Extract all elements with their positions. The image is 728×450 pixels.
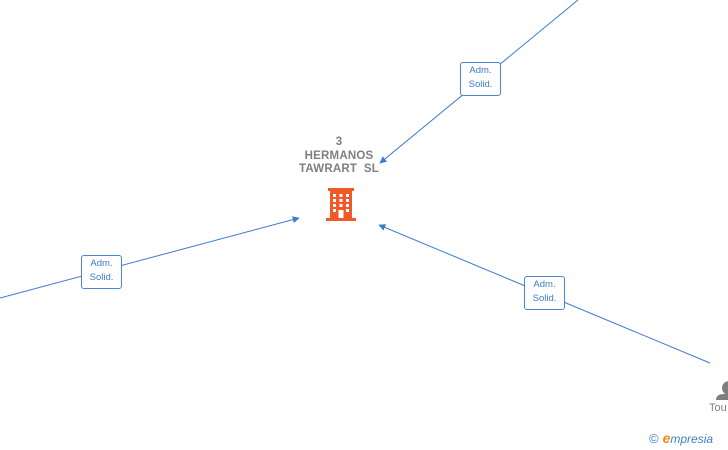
edge-label-role: Adm. — [469, 65, 492, 76]
edge-label-type: Solid. — [532, 293, 557, 304]
edge-label-top-right[interactable]: Adm. Solid. — [460, 62, 501, 96]
company-name-line-1: 3 — [335, 136, 343, 148]
company-name[interactable]: 3 HERMANOS TAWRART SL — [289, 136, 389, 177]
person-icon[interactable] — [716, 381, 728, 400]
edge-label-bottom-right[interactable]: Adm. Solid. — [524, 276, 565, 310]
company-name-line-2: HERMANOS — [304, 149, 374, 162]
edge-label-type: Solid. — [468, 79, 493, 90]
empresia-watermark: ©empresia — [649, 430, 713, 446]
edge-label-left[interactable]: Adm. Solid. — [81, 255, 122, 289]
company-name-line-3: TAWRART SL — [299, 163, 379, 175]
edge-label-type: Solid. — [89, 272, 114, 283]
edge-label-role: Adm. — [90, 258, 113, 269]
edge-line-left — [0, 216, 300, 299]
building-icon[interactable] — [326, 188, 356, 221]
empresia-logo-e: e — [662, 430, 671, 446]
edge-label-role: Adm. — [533, 279, 556, 290]
empresia-brand: mpresia — [670, 432, 714, 446]
person-name-partial[interactable]: Tou — [709, 402, 727, 414]
copyright-symbol: © — [649, 431, 659, 446]
